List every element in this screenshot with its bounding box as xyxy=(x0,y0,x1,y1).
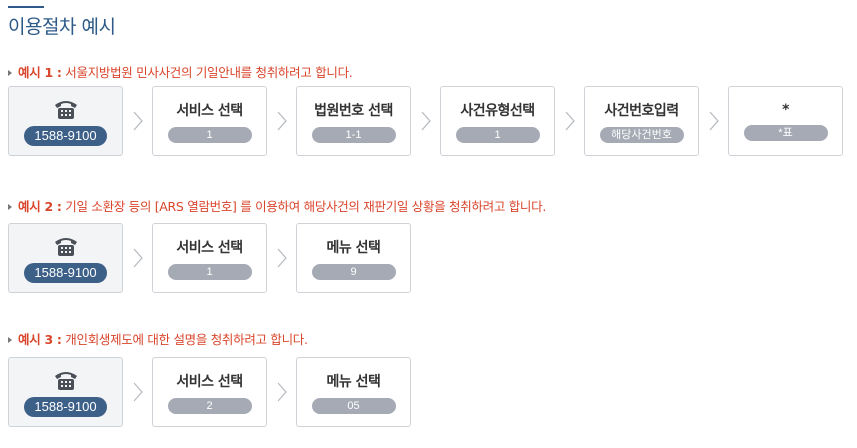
step-title: 메뉴 선택 xyxy=(326,373,381,390)
step-card: 사건유형선택 1 xyxy=(440,86,555,156)
step-card: 서비스 선택 1 xyxy=(152,223,267,293)
step-title: 서비스 선택 xyxy=(176,239,243,256)
example-1-flow: 1588-9100 서비스 선택 1 법원번호 선택 1-1 사건유형선택 1 사건번… xyxy=(8,86,843,156)
chevron-right-icon xyxy=(411,111,440,131)
example-key: 예시 3 : xyxy=(18,332,62,347)
phone-number: 1588-9100 xyxy=(24,263,107,283)
phone-card: 1588-9100 xyxy=(8,86,123,156)
step-value: 05 xyxy=(311,397,396,414)
example-3-flow: 1588-9100 서비스 선택 2 메뉴 선택 05 xyxy=(8,357,411,427)
step-title: 사건번호입력 xyxy=(604,102,679,119)
chevron-right-icon xyxy=(123,382,152,402)
step-value: 2 xyxy=(167,397,252,414)
example-2-label: 예시 2 : 기일 소환장 등의 [ARS 열람번호] 를 이용하여 해당사건의… xyxy=(8,196,546,215)
phone-number: 1588-9100 xyxy=(24,126,107,146)
example-2-flow: 1588-9100 서비스 선택 1 메뉴 선택 9 xyxy=(8,223,411,293)
step-title: * xyxy=(782,101,789,118)
step-card: 서비스 선택 2 xyxy=(152,357,267,427)
chevron-right-icon xyxy=(123,111,152,131)
phone-number: 1588-9100 xyxy=(24,397,107,417)
phone-card: 1588-9100 xyxy=(8,357,123,427)
step-value: 1 xyxy=(455,126,540,143)
step-value: 해당사건번호 xyxy=(599,126,684,143)
step-title: 서비스 선택 xyxy=(176,102,243,119)
bullet-triangle-icon xyxy=(8,69,12,76)
step-card: 메뉴 선택 9 xyxy=(296,223,411,293)
step-title: 메뉴 선택 xyxy=(326,239,381,256)
step-card: 서비스 선택 1 xyxy=(152,86,267,156)
example-desc: 서울지방법원 민사사건의 기일안내를 청취하려고 합니다. xyxy=(65,65,353,80)
example-key: 예시 1 : xyxy=(18,65,62,80)
step-value: 1 xyxy=(167,263,252,280)
step-card: * *표 xyxy=(728,86,843,156)
telephone-icon xyxy=(53,367,79,391)
chevron-right-icon xyxy=(267,111,296,131)
chevron-right-icon xyxy=(123,248,152,268)
step-value: *표 xyxy=(743,124,828,141)
example-3-label: 예시 3 : 개인회생제도에 대한 설명을 청취하려고 합니다. xyxy=(8,329,308,348)
title-underline xyxy=(8,6,44,8)
step-title: 서비스 선택 xyxy=(176,373,243,390)
step-title: 사건유형선택 xyxy=(460,102,535,119)
chevron-right-icon xyxy=(267,382,296,402)
step-card: 메뉴 선택 05 xyxy=(296,357,411,427)
telephone-icon xyxy=(53,96,79,120)
phone-card: 1588-9100 xyxy=(8,223,123,293)
chevron-right-icon xyxy=(555,111,584,131)
bullet-triangle-icon xyxy=(8,203,12,210)
step-card: 법원번호 선택 1-1 xyxy=(296,86,411,156)
example-1-label: 예시 1 : 서울지방법원 민사사건의 기일안내를 청취하려고 합니다. xyxy=(8,62,353,81)
example-key: 예시 2 : xyxy=(18,199,62,214)
step-value: 1 xyxy=(167,126,252,143)
step-value: 9 xyxy=(311,263,396,280)
step-title: 법원번호 선택 xyxy=(314,102,393,119)
chevron-right-icon xyxy=(267,248,296,268)
step-value: 1-1 xyxy=(311,126,396,143)
page-title: 이용절차 예시 xyxy=(8,16,116,38)
example-desc: 기일 소환장 등의 [ARS 열람번호] 를 이용하여 해당사건의 재판기일 상… xyxy=(65,199,547,214)
telephone-icon xyxy=(53,233,79,257)
bullet-triangle-icon xyxy=(8,336,12,343)
chevron-right-icon xyxy=(699,111,728,131)
example-desc: 개인회생제도에 대한 설명을 청취하려고 합니다. xyxy=(65,332,308,347)
